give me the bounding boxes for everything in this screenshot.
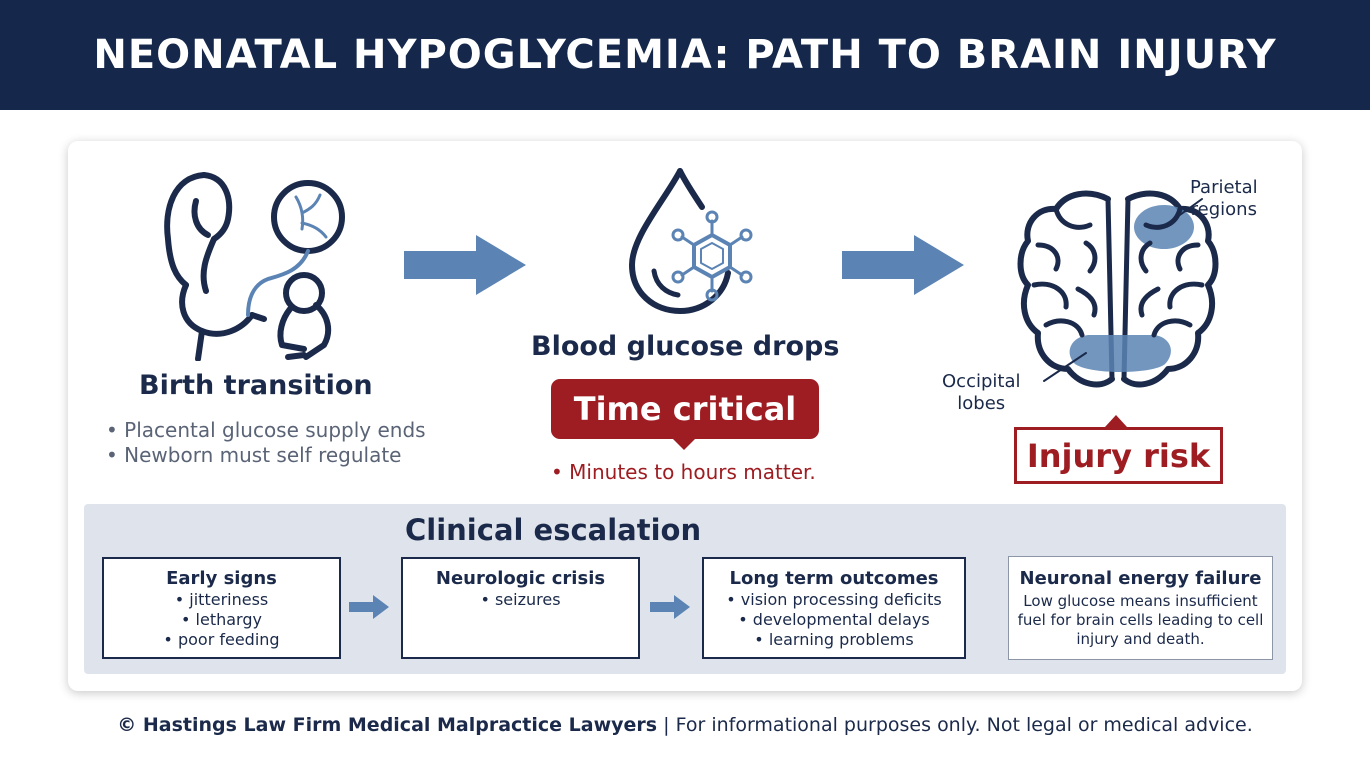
long-term-outcomes-list: vision processing deficits developmental… bbox=[704, 590, 964, 650]
clinical-escalation-panel: Clinical escalation Early signs jitterin… bbox=[84, 504, 1286, 674]
long-term-outcomes-title: Long term outcomes bbox=[729, 568, 939, 589]
parietal-regions-label: Parietal regions bbox=[1190, 177, 1258, 221]
occipital-label-text: Occipital lobes bbox=[942, 371, 1021, 414]
long-term-outcomes-box: Long term outcomes vision processing def… bbox=[702, 557, 966, 659]
footer-disclaimer: © Hastings Law Firm Medical Malpractice … bbox=[0, 714, 1370, 736]
birth-bullet-2: Newborn must self regulate bbox=[106, 443, 426, 468]
early-signs-list: jitteriness lethargy poor feeding bbox=[104, 590, 339, 650]
birth-bullet-1: Placental glucose supply ends bbox=[106, 418, 425, 443]
long-term-outcome-item: vision processing deficits bbox=[704, 590, 964, 610]
title-banner: NEONATAL HYPOGLYCEMIA: PATH TO BRAIN INJ… bbox=[0, 0, 1370, 110]
blood-glucose-title: Blood glucose drops bbox=[531, 331, 840, 362]
neurologic-crisis-box: Neurologic crisis seizures bbox=[401, 557, 640, 659]
early-sign-item: lethargy bbox=[104, 610, 339, 630]
escalation-arrow-icon-1 bbox=[349, 595, 389, 619]
birth-transition-bullets: Placental glucose supply ends Newborn mu… bbox=[106, 418, 426, 468]
early-sign-item: poor feeding bbox=[104, 630, 339, 650]
glucose-drop-icon bbox=[629, 168, 753, 314]
time-critical-pointer bbox=[671, 437, 697, 450]
clinical-escalation-title: Clinical escalation bbox=[405, 513, 702, 547]
long-term-outcome-item: learning problems bbox=[704, 630, 964, 650]
parietal-label-text: Parietal regions bbox=[1190, 177, 1258, 220]
birth-transition-title: Birth transition bbox=[139, 370, 373, 401]
early-sign-item: jitteriness bbox=[104, 590, 339, 610]
long-term-outcome-item: developmental delays bbox=[704, 610, 964, 630]
injury-risk-badge: Injury risk bbox=[1014, 427, 1223, 484]
mother-baby-icon bbox=[164, 172, 345, 361]
brain-icon bbox=[1017, 190, 1219, 388]
neurologic-crisis-list: seizures bbox=[403, 590, 638, 610]
time-critical-badge: Time critical bbox=[551, 379, 819, 439]
time-critical-note: Minutes to hours matter. bbox=[551, 460, 816, 484]
early-signs-box: Early signs jitteriness lethargy poor fe… bbox=[102, 557, 341, 659]
flow-arrow-icon-1 bbox=[404, 235, 526, 295]
footer-owner: © Hastings Law Firm Medical Malpractice … bbox=[117, 714, 658, 736]
page-title: NEONATAL HYPOGLYCEMIA: PATH TO BRAIN INJ… bbox=[93, 32, 1277, 78]
neurologic-crisis-title: Neurologic crisis bbox=[435, 568, 606, 589]
footer-disclaimer-text: | For informational purposes only. Not l… bbox=[657, 714, 1253, 736]
injury-risk-pointer bbox=[1105, 415, 1127, 427]
early-signs-title: Early signs bbox=[166, 568, 277, 589]
escalation-arrow-icon-2 bbox=[650, 595, 690, 619]
neuronal-energy-failure-title: Neuronal energy failure bbox=[1019, 568, 1262, 589]
flow-arrow-icon-2 bbox=[842, 235, 964, 295]
neuronal-energy-failure-box: Neuronal energy failure Low glucose mean… bbox=[1008, 556, 1273, 660]
neurologic-crisis-item: seizures bbox=[403, 590, 638, 610]
infographic-card: Birth transition Placental glucose suppl… bbox=[68, 141, 1302, 691]
occipital-lobes-label: Occipital lobes bbox=[942, 371, 1020, 415]
neuronal-energy-failure-text: Low glucose means insufficient fuel for … bbox=[1017, 592, 1264, 648]
